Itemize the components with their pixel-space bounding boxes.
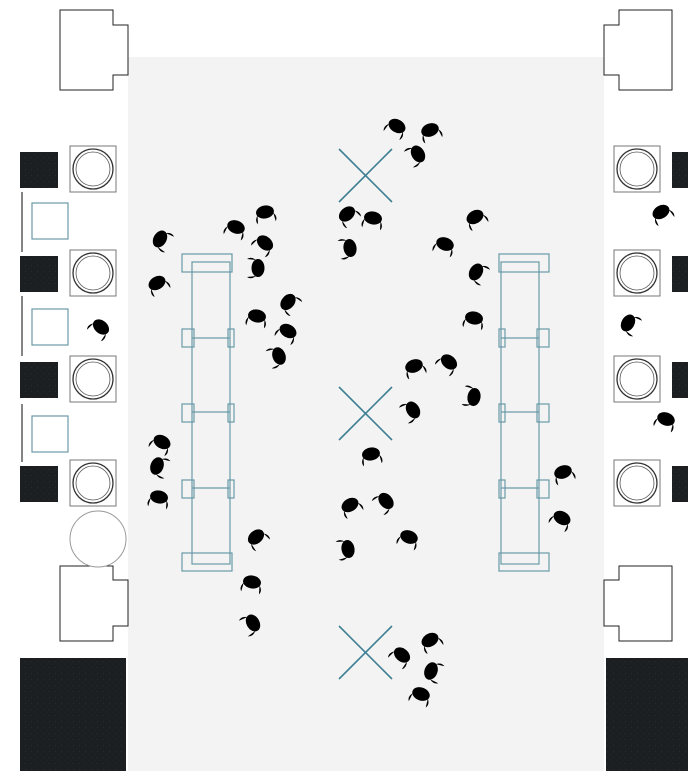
left-display-box-3 bbox=[31, 415, 69, 453]
person-icon bbox=[617, 310, 643, 338]
left-long-table bbox=[181, 253, 235, 572]
right-wall-elements bbox=[603, 9, 688, 771]
cross-marker-bottom bbox=[338, 625, 393, 680]
left-display-box-2 bbox=[31, 308, 69, 346]
left-display-box-1 bbox=[31, 202, 69, 240]
person-icon bbox=[86, 315, 114, 343]
left-column-bottom bbox=[59, 565, 129, 642]
left-planters bbox=[69, 145, 117, 507]
left-carpet bbox=[20, 658, 126, 771]
person-icon bbox=[652, 409, 678, 433]
left-dark-panel-4 bbox=[20, 466, 58, 502]
right-column-bottom bbox=[603, 565, 673, 642]
right-column-top bbox=[603, 9, 673, 91]
right-long-table bbox=[498, 253, 550, 572]
left-dark-panel-1 bbox=[20, 152, 58, 188]
left-dark-panel-2 bbox=[20, 256, 58, 292]
person-icon bbox=[648, 201, 676, 227]
left-dark-panel-3 bbox=[20, 362, 58, 398]
cross-marker-top bbox=[338, 148, 393, 203]
cross-marker-middle bbox=[338, 386, 393, 441]
right-planters bbox=[613, 145, 661, 507]
right-carpet bbox=[606, 658, 688, 771]
left-wall-elements bbox=[20, 9, 129, 771]
left-round-table bbox=[69, 510, 127, 568]
left-column-top bbox=[59, 9, 129, 91]
